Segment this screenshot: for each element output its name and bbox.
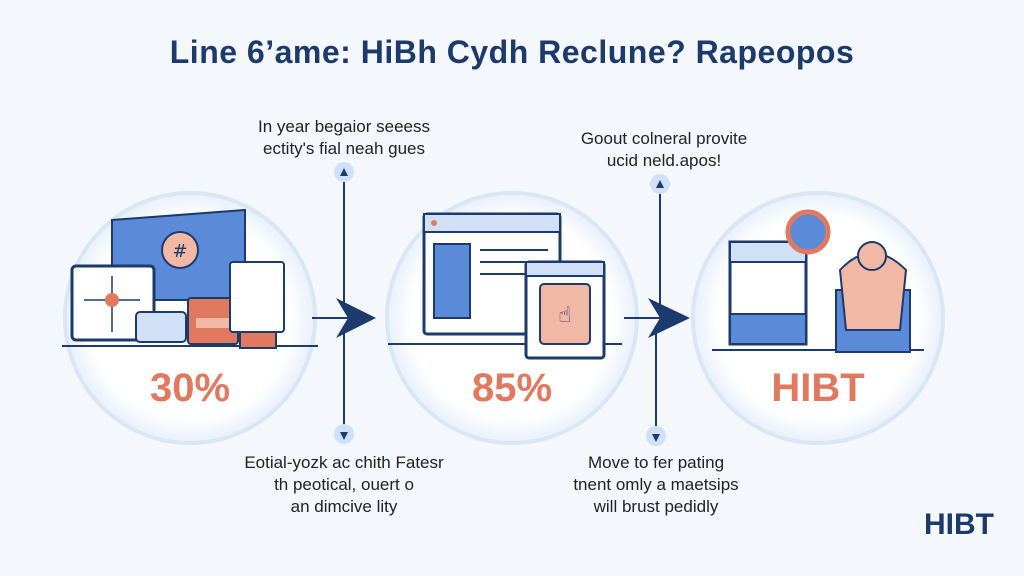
caption-line: tnent omly a maetsips — [573, 475, 739, 494]
caption-line: th peotical, ouert o — [274, 475, 414, 494]
caption-bottom-right: Move to fer pating tnent omly a maetsips… — [536, 452, 776, 518]
caption-line: an dimcive lity — [290, 497, 398, 516]
stage-1-illustration: # — [62, 208, 318, 349]
caption-line: will brust pedidly — [593, 497, 719, 516]
page-title: Line 6’ame: HiBh Cydh Reclune? Rapeopos — [169, 34, 855, 70]
caption-bottom-left: Eotial-yozk ac chith Fatesr th peotical,… — [214, 452, 474, 518]
caption-line: Goout colneral provite — [580, 129, 748, 148]
arrow-1-to-2 — [312, 298, 376, 338]
caption-top-left: In year begaior seeess ectity's fial nea… — [224, 116, 464, 160]
arrow-2-to-3 — [624, 298, 690, 338]
stage-1-value: 30% — [149, 366, 231, 410]
stage-3-value: HIBT — [771, 366, 865, 410]
person-icon — [857, 241, 887, 271]
caption-line: Move to fer pating — [587, 453, 725, 472]
caption-line: In year begaior seeess — [258, 117, 430, 136]
stage-2-value: 85% — [471, 366, 553, 410]
connector-bottom-left — [334, 326, 354, 444]
caption-line: ectity's fial neah gues — [262, 139, 425, 158]
globe-icon — [785, 209, 831, 255]
connector-top-left — [334, 162, 354, 310]
caption-line: Eotial-yozk ac chith Fatesr — [244, 453, 444, 472]
brand-logo: HIBT — [924, 508, 994, 541]
svg-text:#: # — [172, 241, 187, 262]
connector-top-right — [650, 174, 670, 310]
stage-3-illustration — [712, 209, 924, 353]
stage-2-illustration: ☝ — [388, 212, 622, 360]
hand-icon: ☝ — [558, 303, 571, 328]
lock-icon — [161, 231, 199, 269]
caption-line: ucid neld.apos! — [606, 151, 722, 170]
caption-top-right: Goout colneral provite ucid neld.apos! — [544, 128, 784, 172]
connector-bottom-right — [646, 326, 666, 446]
